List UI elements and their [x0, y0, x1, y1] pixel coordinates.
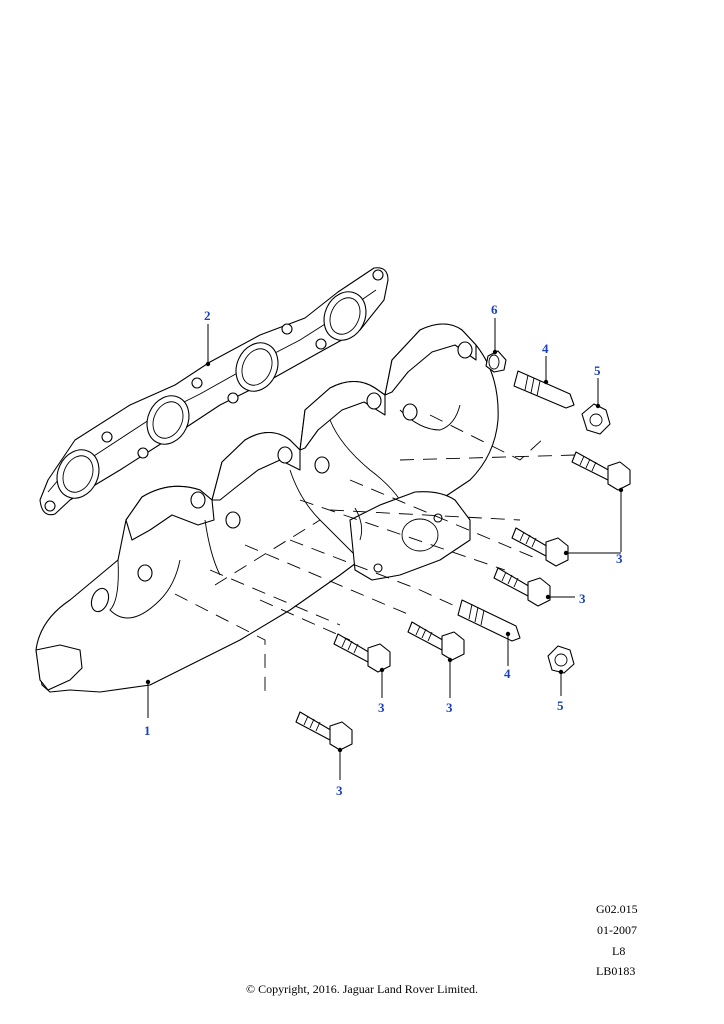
illustration-date: 01-2007	[597, 923, 637, 937]
stud-upper[interactable]	[513, 370, 575, 409]
callout-3-middle: 3	[579, 591, 586, 606]
callout-1: 1	[144, 723, 151, 738]
callout-3-lower-left: 3	[378, 700, 385, 715]
flange-nut-upper[interactable]	[581, 403, 611, 435]
callout-4-lower: 4	[504, 666, 511, 681]
spacer-sleeve[interactable]	[485, 350, 507, 373]
callout-3-bottom: 3	[336, 783, 343, 798]
callout-2: 2	[204, 308, 211, 323]
bolt-f[interactable]	[295, 711, 353, 751]
callout-5-upper: 5	[594, 363, 601, 378]
illustration-reference: LB0183	[596, 964, 636, 978]
bolt-e[interactable]	[333, 633, 391, 673]
bolt-c[interactable]	[493, 567, 551, 607]
flange-nut-lower[interactable]	[547, 645, 575, 674]
callout-4-upper: 4	[542, 341, 549, 356]
bolt-a[interactable]	[571, 451, 631, 491]
exhaust-manifold-gasket[interactable]	[39, 267, 389, 516]
callout-6: 6	[491, 302, 498, 317]
bolt-b[interactable]	[511, 527, 569, 567]
stud-lower[interactable]	[457, 599, 521, 642]
bolt-d[interactable]	[407, 621, 465, 661]
alignment-lines	[174, 414, 576, 695]
illustration-code: G02.015	[596, 902, 638, 916]
callout-3-right: 3	[616, 551, 623, 566]
copyright-notice: © Copyright, 2016. Jaguar Land Rover Lim…	[245, 982, 479, 996]
callout-5-lower: 5	[557, 698, 564, 713]
exhaust-manifold[interactable]	[35, 323, 499, 693]
leader-lines	[145, 318, 624, 780]
callout-3-lower-center: 3	[446, 700, 453, 715]
model-code: L8	[612, 944, 626, 958]
